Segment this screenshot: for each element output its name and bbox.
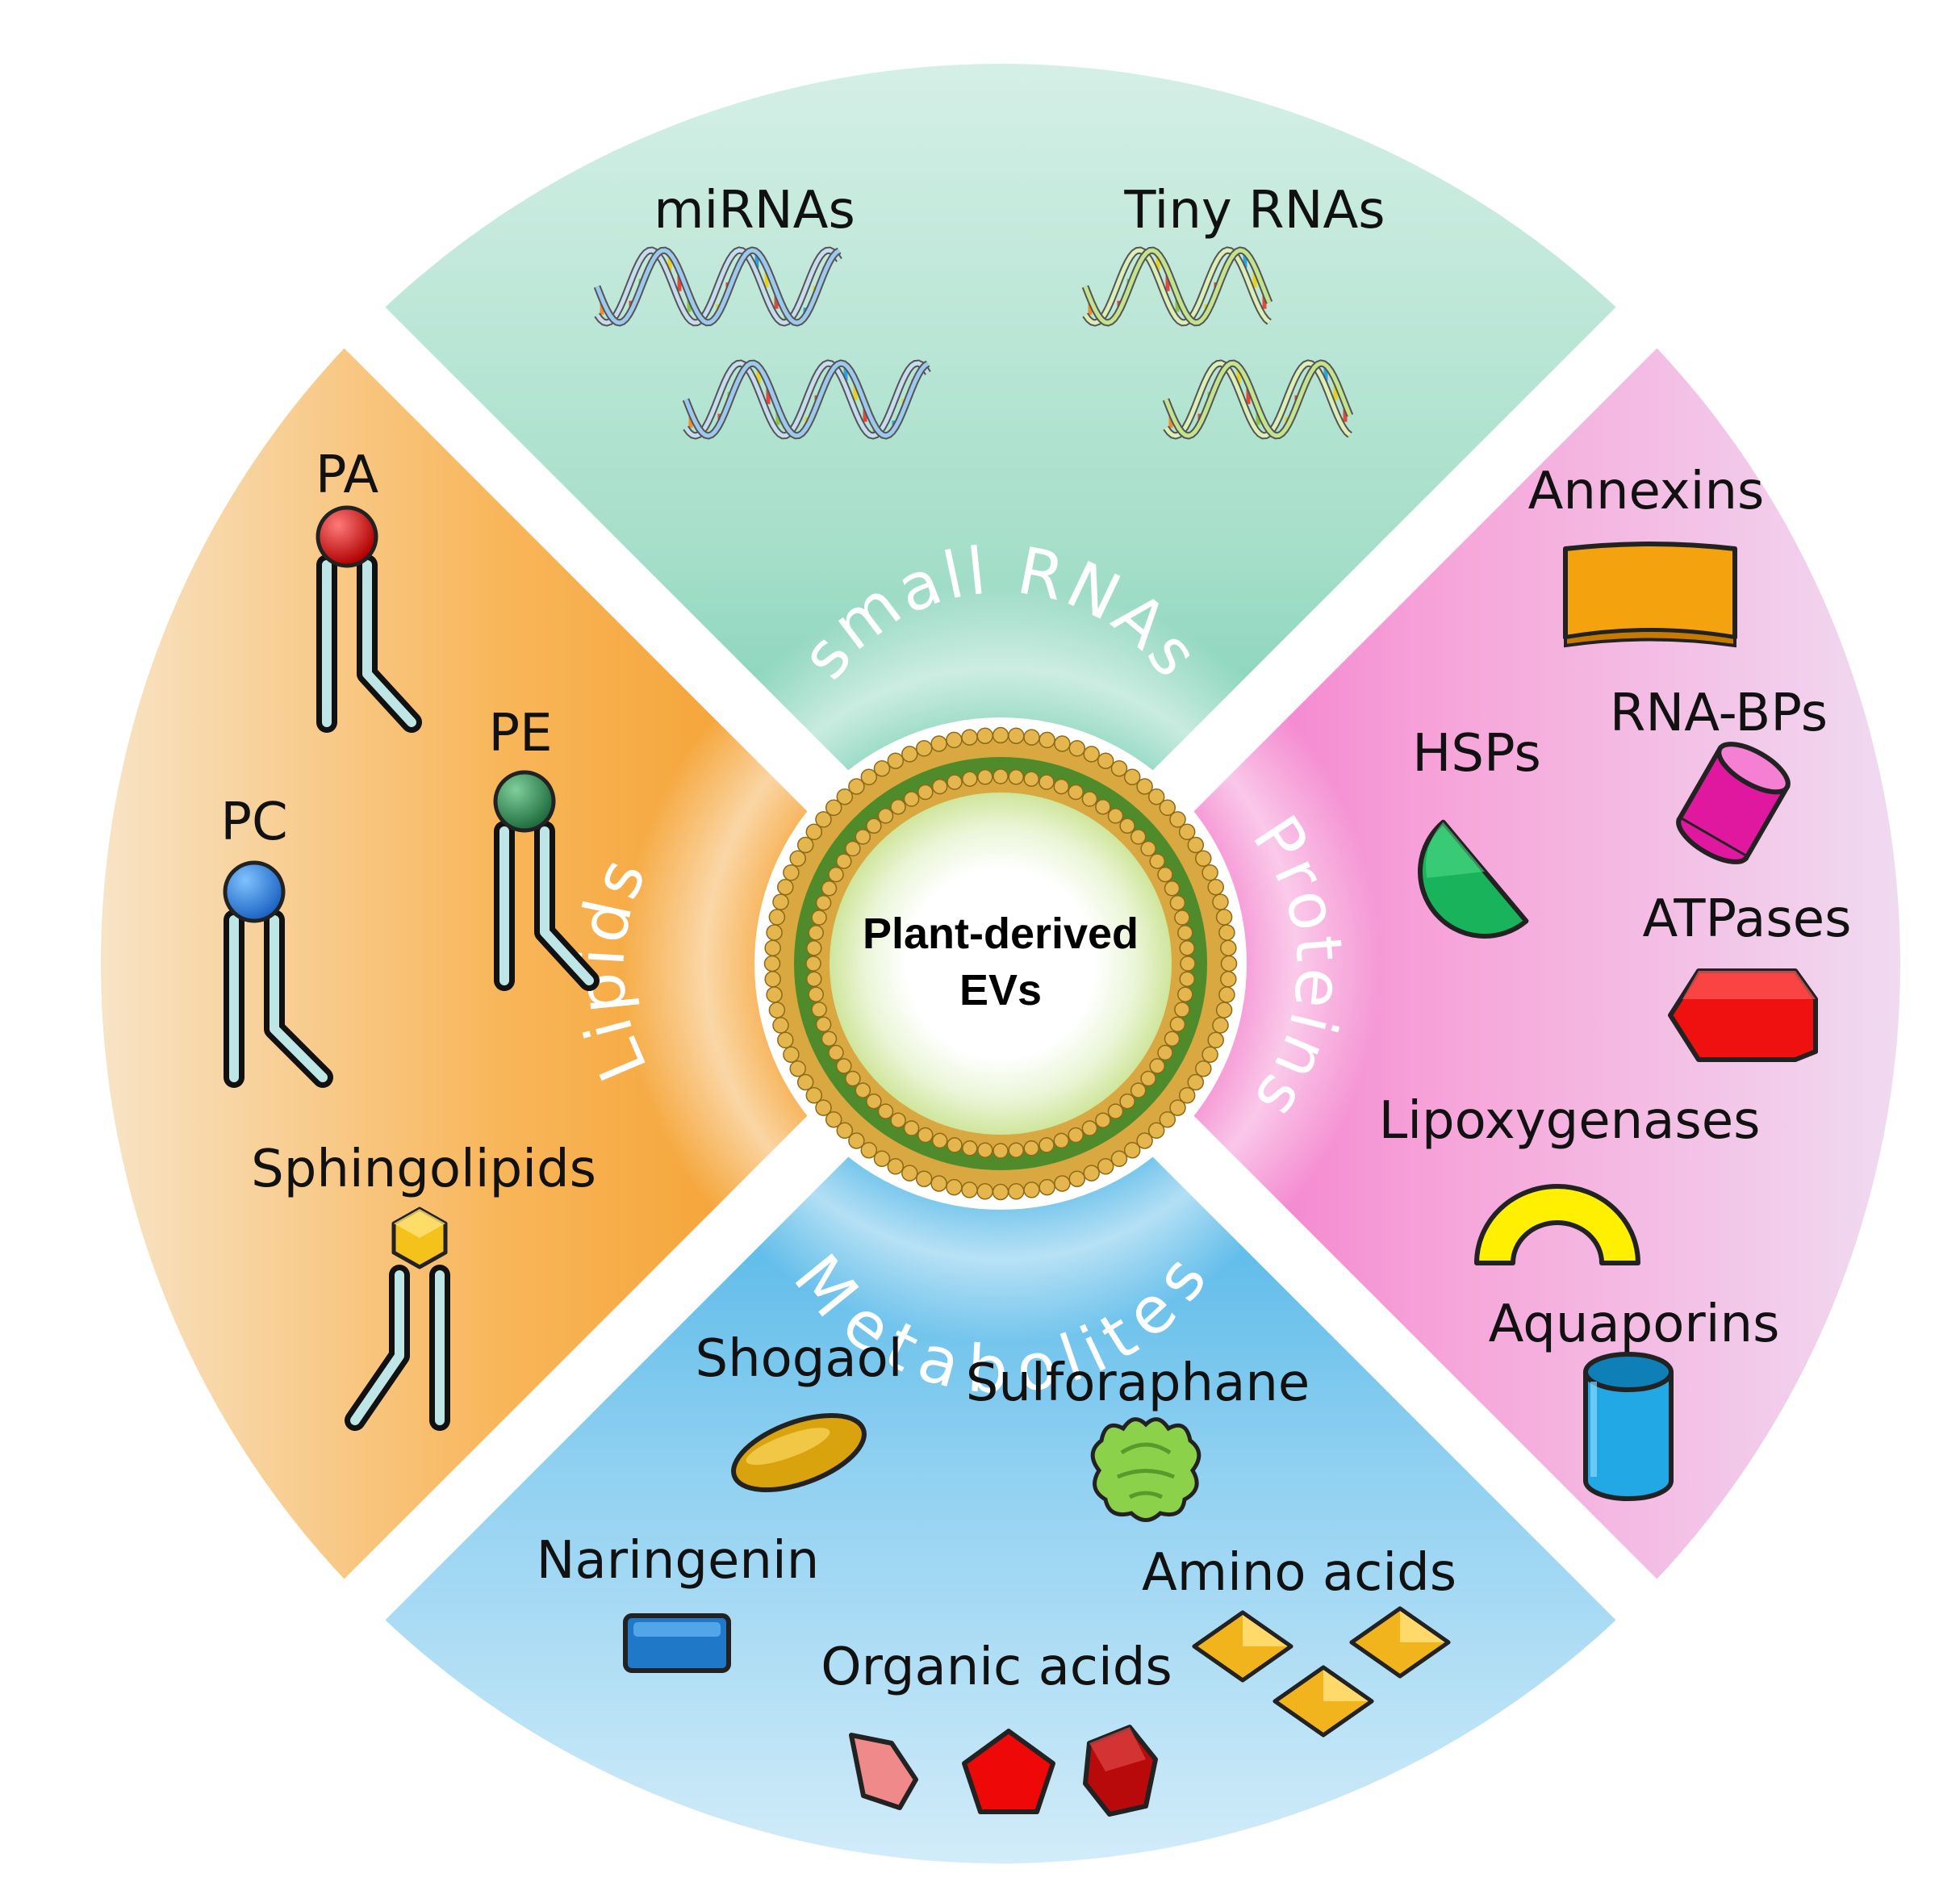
lipids-content: PA PC PE Sphingolipids bbox=[220, 445, 600, 1431]
blue-cup-icon bbox=[1583, 1352, 1674, 1501]
rna-helix-blue-icon bbox=[593, 246, 842, 327]
center-title-line1: Plant-derived bbox=[863, 910, 1139, 958]
green-headed-lipid-icon bbox=[493, 770, 600, 991]
red-headed-lipid-icon bbox=[316, 505, 422, 733]
yellow-arch-icon bbox=[1474, 1184, 1640, 1265]
center-title-line2: EVs bbox=[959, 966, 1042, 1014]
rna-bps-label: RNA-BPs bbox=[1610, 684, 1828, 743]
sulforaphane-label: Sulforaphane bbox=[966, 1353, 1310, 1413]
hsps-label: HSPs bbox=[1412, 724, 1541, 784]
green-half-disc-icon bbox=[1418, 819, 1529, 939]
vesicle-lumen bbox=[830, 793, 1172, 1135]
rna-helix-green-icon bbox=[1081, 246, 1273, 327]
rna-helix-blue-icon bbox=[682, 359, 931, 440]
lipoxygenases-label: Lipoxygenases bbox=[1379, 1091, 1761, 1151]
gold-hexagon-lipid-icon bbox=[345, 1207, 450, 1431]
red-hexagon-icon bbox=[1668, 968, 1818, 1062]
proteins-content: Annexins RNA-BPs HSPs ATPases Lipoxygena… bbox=[1379, 462, 1852, 1501]
naringenin-label: Naringenin bbox=[537, 1531, 820, 1591]
small-rnas-content: miRNAs Tiny RNAs bbox=[593, 181, 1385, 440]
pe-label: PE bbox=[488, 704, 552, 763]
red-pentagon-icon bbox=[849, 1725, 1158, 1817]
lipid-bead-ring bbox=[763, 726, 1238, 1201]
pa-label: PA bbox=[316, 445, 379, 505]
magenta-cylinder-icon bbox=[1676, 742, 1791, 864]
metabolites-content: Shogaol Sulforaphane Naringenin Amino ac… bbox=[537, 1329, 1456, 1817]
pc-label: PC bbox=[220, 793, 287, 852]
shogaol-label: Shogaol bbox=[695, 1329, 902, 1389]
annexins-label: Annexins bbox=[1528, 462, 1765, 521]
aquaporins-label: Aquaporins bbox=[1489, 1294, 1780, 1354]
orange-curved-block-icon bbox=[1563, 542, 1737, 640]
green-blob-icon bbox=[1090, 1417, 1201, 1522]
amino-acids-label: Amino acids bbox=[1142, 1543, 1456, 1603]
sphingolipids-label: Sphingolipids bbox=[251, 1140, 596, 1199]
gold-ellipse-icon bbox=[731, 1412, 867, 1493]
mirnas-label: miRNAs bbox=[654, 181, 855, 240]
blue-rectangle-icon bbox=[623, 1613, 731, 1673]
plant-ev-vesicle: Plant-derived EVs bbox=[763, 726, 1238, 1201]
organic-acids-label: Organic acids bbox=[821, 1637, 1172, 1697]
rna-helix-green-icon bbox=[1162, 359, 1354, 440]
atpases-label: ATPases bbox=[1643, 889, 1852, 949]
blue-headed-lipid-icon bbox=[223, 860, 333, 1088]
tiny-rnas-label: Tiny RNAs bbox=[1123, 181, 1385, 240]
